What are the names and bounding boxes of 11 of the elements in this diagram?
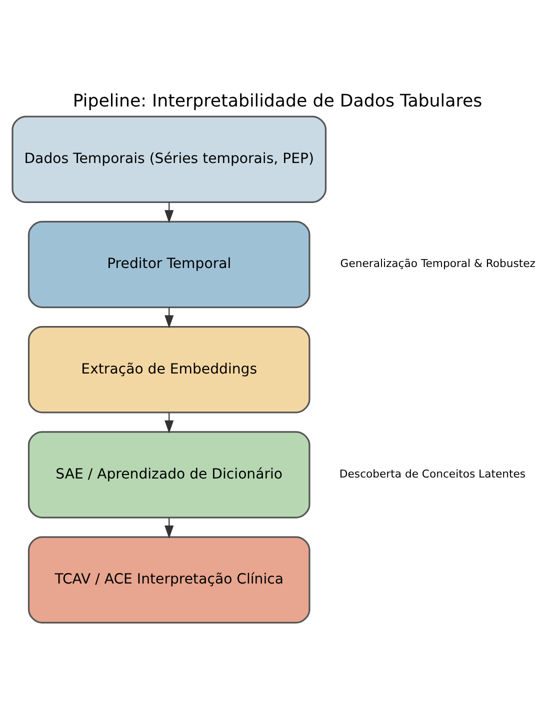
arrow xyxy=(164,518,174,539)
node-box: Dados Temporais (Séries temporais, PEP) xyxy=(12,116,327,203)
arrow xyxy=(164,307,174,328)
node-box: SAE / Aprendizado de Dicionário xyxy=(28,431,310,518)
node-box: Preditor Temporal xyxy=(28,220,310,308)
arrow xyxy=(164,412,174,434)
diagram-title: Pipeline: Interpretabilidade de Dados Tabulares xyxy=(72,92,482,112)
node-label: Generalização Temporal & Robustez xyxy=(340,257,536,270)
node-box: TCAV / ACE Interpretação Clínica xyxy=(28,536,310,624)
node-box: Extração de Embeddings xyxy=(28,326,310,414)
node-label: Descoberta de Conceitos Latentes xyxy=(339,467,526,480)
